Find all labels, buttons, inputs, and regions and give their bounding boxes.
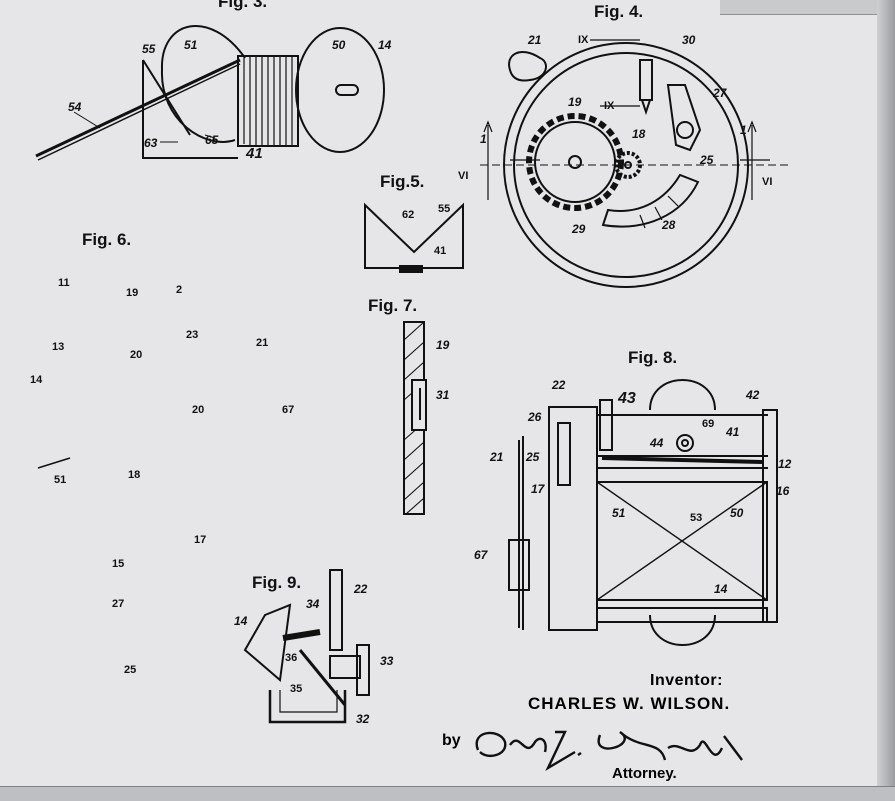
fig8-ref: 26 [528,410,542,424]
fig3-ref: 50 [332,38,346,52]
fig3-ref: 51 [184,38,198,52]
fig4-ref: 18 [632,127,646,141]
attorney-signature [475,730,743,772]
fig6-ref: 17 [194,534,207,546]
fig5-title: Fig.5. [380,172,425,191]
fig9-ref: 36 [285,652,298,664]
fig8-ref: 25 [526,450,540,464]
fig6-ref: 67 [282,404,295,416]
fig6-ref: 25 [124,664,137,676]
fig5-ref: 41 [434,245,447,257]
fig5-drawing [364,202,464,273]
fig3-ref: 65 [205,133,219,147]
fig9-ref: 32 [356,712,370,726]
fig6-ref: 19 [126,287,139,299]
fig5-ref: 62 [402,209,415,221]
inventor-block: Inventor: CHARLES W. WILSON. by Attorney… [442,672,760,792]
fig8-ref: 41 [726,425,740,439]
fig9-ref: 14 [234,614,248,628]
fig9-title: Fig. 9. [252,573,302,592]
fig8-ref: 14 [714,582,728,596]
fig4-ref: 21 [528,33,542,47]
fig9-ref: 33 [380,654,394,668]
fig8-ref: 12 [778,457,792,471]
fig8-ref: 43 [618,390,636,407]
fig6-ref: 15 [112,558,125,570]
fig8-ref: 44 [650,436,664,450]
fig8-ref: 42 [746,388,760,402]
fig7-title: Fig. 7. [368,296,418,315]
fig3-ref: 63 [144,136,158,150]
fig6-ref: 18 [128,469,141,481]
fig4-ref: 27 [713,86,727,100]
fig3-spool-drawing [35,25,385,161]
fig6-ref: 21 [256,337,269,349]
fig6-title: Fig. 6. [82,230,132,249]
fig6-ref: 14 [30,374,43,386]
taskbar [0,786,895,801]
by-label: by [442,732,461,749]
fig6-ref: 23 [186,329,199,341]
fig4-ref: 19 [568,95,582,109]
fig4-ref: VI [762,176,773,188]
fig4-ref: 1 [480,132,487,146]
fig8-ref: 67 [474,548,488,562]
fig7-ref: 31 [436,388,450,402]
fig4-ref: IX [604,100,615,112]
fig4-ref: 25 [700,153,714,167]
fig4-ref: IX [578,34,589,46]
fig4-ref: 28 [662,218,676,232]
inventor-name: CHARLES W. WILSON. [528,694,731,713]
fig6-ref: 20 [130,349,143,361]
fig9-ref: 35 [290,683,303,695]
fig8-ref: 21 [490,450,504,464]
inventor-label: Inventor: [650,672,723,689]
fig8-title: Fig. 8. [628,348,678,367]
monitor-bezel-edge [877,0,895,800]
fig3-title: Fig. 3. [218,0,268,11]
fig6-stray-mark [37,457,71,469]
fig6-ref: 27 [112,598,125,610]
fig4-ref: VI [458,170,469,182]
fig4-ref: 29 [572,222,586,236]
fig8-ref: 17 [531,482,545,496]
fig8-ref: 50 [730,506,744,520]
fig9-detail-drawing [243,569,370,724]
fig7-ref: 19 [436,338,450,352]
fig4-ref: 1 [740,123,747,137]
fig8-ref: 16 [776,484,790,498]
fig6-ref: 20 [192,404,205,416]
fig8-ref: 51 [612,506,626,520]
window-title-bar [720,0,895,15]
fig8-ref: 69 [702,418,715,430]
fig4-reel-face-drawing [480,39,790,288]
fig9-ref: 34 [306,597,320,611]
fig7-section-drawing [403,321,427,515]
fig6-ref: 2 [176,284,183,296]
fig4-title: Fig. 4. [594,2,644,21]
fig3-ref: 54 [68,100,82,114]
fig6-ref: 51 [54,474,67,486]
fig6-ref: 13 [52,341,65,353]
attorney-label: Attorney. [612,765,677,782]
fig3-ref: 14 [378,38,392,52]
fig9-ref: 22 [354,582,368,596]
fig8-ref: 22 [552,378,566,392]
fig3-ref: 41 [246,145,263,162]
fig4-ref: 30 [682,33,696,47]
fig8-ref: 53 [690,512,703,524]
fig5-ref: 55 [438,203,451,215]
fig6-ref: 11 [58,277,70,289]
fig3-ref: 55 [142,42,156,56]
fig8-reel-section-drawing [508,379,778,646]
